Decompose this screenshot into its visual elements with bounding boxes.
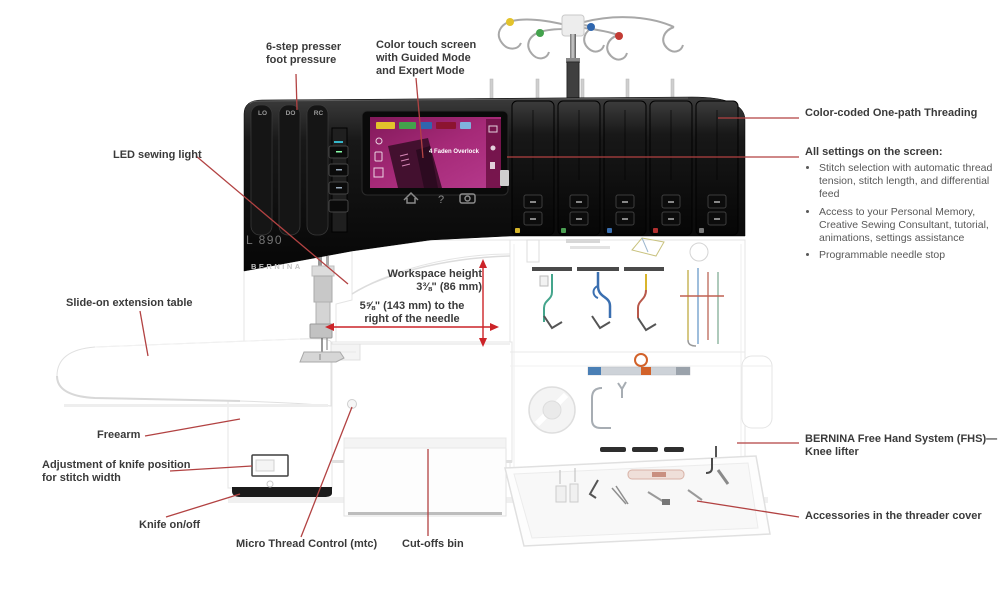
cover-info-strip <box>587 353 691 376</box>
settings-bullet-list: Stitch selection with automatic thread t… <box>805 162 997 263</box>
presser-pressure-ribs <box>250 104 329 236</box>
screen-status-text: 4 Faden Overlock <box>429 149 480 155</box>
presser-foot <box>299 351 345 363</box>
settings-heading: All settings on the screen: <box>805 146 943 158</box>
callout-led-sewing-light: LED sewing light <box>113 149 202 161</box>
settings-bullet: Access to your Personal Memory, Creative… <box>819 206 997 246</box>
callout-extension-table: Slide-on extension table <box>66 297 193 309</box>
settings-bullet: Stitch selection with automatic thread t… <box>819 162 997 202</box>
accessories-tray <box>504 455 771 547</box>
callout-color-coded-threading: Color-coded One-path Threading <box>805 107 978 119</box>
stitch-select-buttons <box>328 127 349 233</box>
touch-screen <box>361 110 509 196</box>
callout-cutoffs-bin: Cut-offs bin <box>402 538 464 550</box>
panel-sheen <box>249 97 689 105</box>
callout-knife-onoff: Knife on/off <box>139 519 201 531</box>
brand-logo: BERNINA <box>251 262 303 271</box>
callout-accessories: Accessories in the threader cover <box>805 510 982 522</box>
pole-collar <box>566 58 580 63</box>
callout-color-touch-screen: Color touch screen with Guided Mode and … <box>376 39 477 77</box>
extension-table <box>56 338 332 407</box>
leader-six-step <box>295 73 298 111</box>
callout-mtc: Micro Thread Control (mtc) <box>236 538 378 550</box>
leader-knife-adjust <box>169 465 253 472</box>
leader-knife-onoff <box>165 493 241 518</box>
thread-stand-bracket <box>561 14 585 37</box>
brush <box>647 491 665 503</box>
vent-slots <box>600 447 684 452</box>
knee-lifter-mount <box>741 355 773 429</box>
model-badge: L 890 <box>246 233 284 247</box>
callout-settings-block: All settings on the screen: Stitch selec… <box>805 146 997 267</box>
front-cover <box>509 239 746 473</box>
hand-wheel-hub <box>542 400 562 420</box>
home-icon <box>403 191 419 204</box>
tension-segments <box>511 100 739 236</box>
help-icon: ? <box>438 194 444 206</box>
leader-touch-screen <box>415 77 424 159</box>
leader-table <box>139 310 149 357</box>
callout-needle-clearance: 5⅝" (143 mm) to the right of the needle <box>359 300 465 325</box>
cutoffs-bin <box>343 437 507 517</box>
cover-wire-print <box>591 381 627 429</box>
screen-function-icons: ? <box>403 191 476 206</box>
callout-six-step-presser: 6-step presser foot pressure <box>266 41 342 66</box>
leader-freearm <box>144 418 241 437</box>
pole-lower <box>566 61 580 103</box>
dial-label-lo: LO <box>257 110 268 117</box>
leader-accessories <box>696 500 800 518</box>
leader-led <box>195 155 349 285</box>
settings-bullet: Programmable needle stop <box>819 249 997 262</box>
screwdriver <box>716 469 730 485</box>
leader-lines <box>139 73 800 538</box>
knife-adjust-window <box>251 454 289 488</box>
thread-guide-pins <box>489 78 675 100</box>
freearm-foot <box>232 487 332 497</box>
callout-knife-adjustment: Adjustment of knife position for stitch … <box>42 459 191 484</box>
dimension-arrows <box>325 259 499 347</box>
threading-diagram-print <box>526 237 724 347</box>
tweezers <box>611 485 629 505</box>
thread-guide-color-dots <box>506 18 623 40</box>
thread-stand-pole <box>570 34 576 64</box>
dial-label-do: DO <box>285 110 296 117</box>
leader-mtc <box>300 406 353 538</box>
callout-fhs-knee-lifter: BERNINA Free Hand System (FHS)— Knee lif… <box>805 433 998 458</box>
camera-icon <box>459 193 476 204</box>
dial-label-rc: RC <box>313 110 324 117</box>
callout-freearm: Freearm <box>97 429 141 441</box>
callout-workspace-height: Workspace height 3⅜" (86 mm) <box>387 268 482 293</box>
